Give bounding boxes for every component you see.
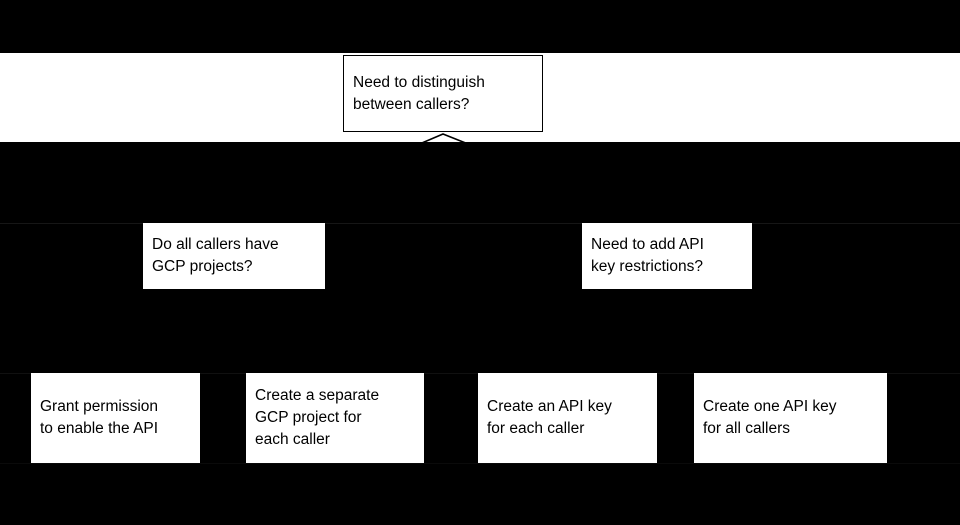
node-text-line: for all callers bbox=[703, 420, 790, 437]
decision-node-api-key-restrictions: Need to add API key restrictions? bbox=[582, 223, 752, 289]
node-text-line: Create an API key bbox=[487, 398, 612, 415]
node-text-line: each caller bbox=[255, 431, 330, 448]
node-text-line: to enable the API bbox=[40, 420, 159, 437]
outcome-node-one-api-key-all-callers: Create one API key for all callers bbox=[694, 373, 887, 463]
node-text-line: Do all callers have bbox=[152, 236, 279, 253]
node-text-line: key restrictions? bbox=[591, 258, 703, 275]
node-text-line: Grant permission bbox=[40, 398, 159, 415]
root-branch-polyline bbox=[233, 133, 668, 224]
decision-node-distinguish-callers: Need to distinguish between callers? bbox=[343, 55, 543, 132]
node-text-line: GCP projects? bbox=[152, 258, 253, 275]
outcome-node-separate-gcp-project: Create a separate GCP project for each c… bbox=[246, 373, 424, 463]
node-text-line: Create a separate bbox=[255, 387, 380, 404]
node-text-line: Need to add API bbox=[591, 236, 704, 253]
node-text-line: for each caller bbox=[487, 420, 585, 437]
node-text-line: GCP project for bbox=[255, 409, 362, 426]
decision-node-gcp-projects: Do all callers have GCP projects? bbox=[143, 223, 325, 289]
node-text-line: between callers? bbox=[353, 95, 470, 113]
node-text-line: Create one API key bbox=[703, 398, 837, 415]
outcome-node-api-key-each-caller: Create an API key for each caller bbox=[478, 373, 657, 463]
row-seam-line-bottom bbox=[0, 463, 960, 464]
outcome-node-grant-permission: Grant permission to enable the API bbox=[31, 373, 200, 463]
node-text-line: Need to distinguish bbox=[353, 73, 485, 91]
